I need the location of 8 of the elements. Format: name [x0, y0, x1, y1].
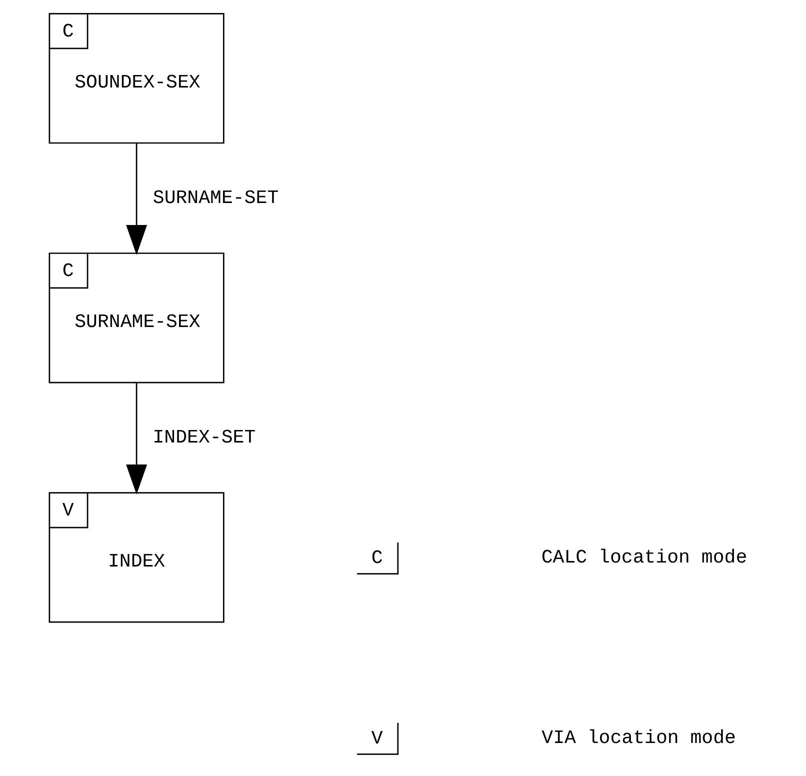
edge-label: SURNAME-SET	[152, 187, 279, 210]
legend-label: VIA location mode	[542, 726, 736, 749]
label: V	[371, 728, 383, 750]
label: C	[371, 547, 383, 570]
legend-label: CALC location mode	[541, 546, 748, 568]
arrow	[126, 382, 148, 495]
edge-label: INDEX-SET	[152, 426, 256, 449]
arrow	[126, 143, 148, 255]
